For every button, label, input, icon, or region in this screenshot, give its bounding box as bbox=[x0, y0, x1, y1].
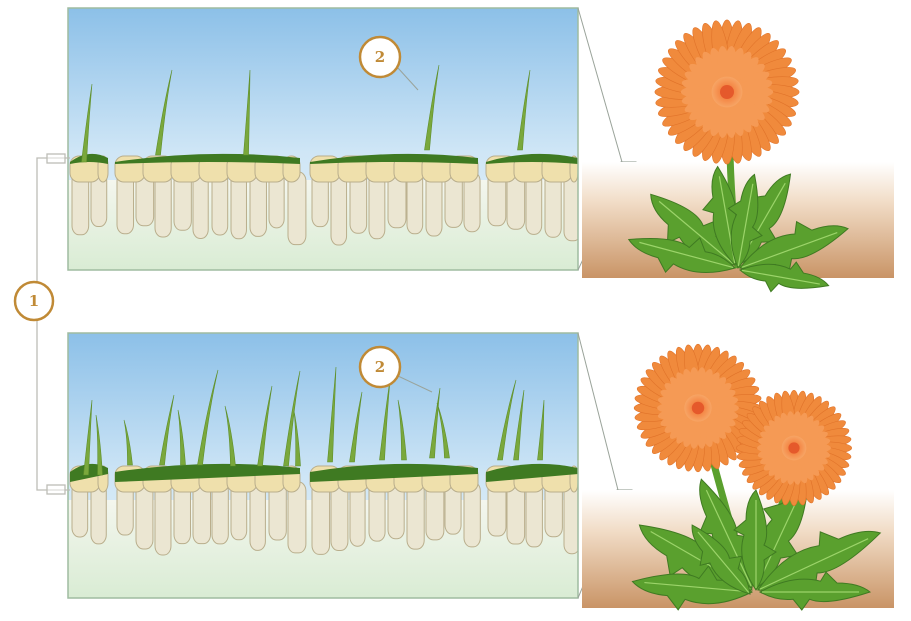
dandelion-plant-top bbox=[582, 20, 894, 302]
microscope-panel-bottom bbox=[68, 333, 580, 598]
palisade-cell bbox=[288, 482, 306, 553]
callout-label: 2 bbox=[375, 48, 385, 66]
palisade-cell bbox=[155, 482, 171, 555]
callout-badge-2-bottom: 2 bbox=[360, 347, 400, 387]
callout-badge-2-top: 2 bbox=[360, 37, 400, 77]
palisade-cell bbox=[331, 172, 347, 245]
palisade-cell bbox=[312, 482, 330, 554]
palisade-cell bbox=[288, 172, 306, 245]
callout-badge-1: 1 bbox=[15, 282, 53, 320]
bracket-line bbox=[37, 154, 70, 494]
flower-head bbox=[736, 390, 852, 506]
dandelion-plant-bottom bbox=[582, 344, 894, 616]
callout-label: 1 bbox=[29, 292, 39, 310]
flower-head bbox=[655, 20, 800, 165]
microscope-panel-top bbox=[68, 8, 581, 270]
callout-label: 2 bbox=[375, 358, 385, 376]
